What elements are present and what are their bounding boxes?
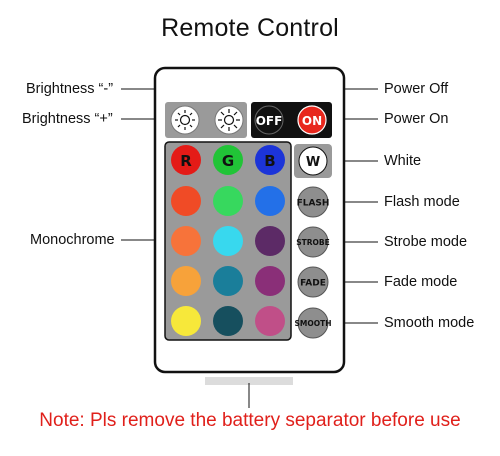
color-button-r1-c2 xyxy=(213,186,243,216)
blue-button-text: B xyxy=(264,152,275,170)
smooth-mode-button: SMOOTH xyxy=(294,307,332,339)
sun-dim-icon xyxy=(175,110,195,130)
sun-bright-icon xyxy=(218,109,240,131)
label-fade-mode: Fade mode xyxy=(384,274,458,290)
label-strobe-mode: Strobe mode xyxy=(384,234,468,250)
page-title: Remote Control xyxy=(161,14,339,42)
power-off-button: OFF xyxy=(254,105,284,135)
battery-separator xyxy=(205,377,293,385)
color-button-r3-c3 xyxy=(255,266,285,296)
fade-mode-button: FADE xyxy=(297,266,329,298)
color-button-r3-c1 xyxy=(171,266,201,296)
green-button-text: G xyxy=(222,152,234,170)
label-white: White xyxy=(384,153,422,169)
power-off-text: OFF xyxy=(256,114,283,128)
white-button-text: W xyxy=(306,155,320,170)
color-button-r2-c1 xyxy=(171,226,201,256)
color-button-r2-c3 xyxy=(255,226,285,256)
red-button: R xyxy=(171,145,201,175)
color-button-r4-c2 xyxy=(213,306,243,336)
green-button: G xyxy=(213,145,243,175)
brightness-plus-button xyxy=(214,105,244,135)
strobe-button-text: STROBE xyxy=(296,238,330,247)
flash-button-text: FLASH xyxy=(297,199,330,209)
red-button-text: R xyxy=(180,152,192,170)
white-button: W xyxy=(298,146,328,176)
strobe-mode-button: STROBE xyxy=(296,226,330,258)
brightness-minus-button xyxy=(170,105,200,135)
label-brightness-plus: Brightness “+” xyxy=(22,111,113,127)
color-grid xyxy=(171,186,285,336)
power-on-text: ON xyxy=(302,114,322,128)
label-smooth-mode: Smooth mode xyxy=(384,315,475,331)
flash-mode-button: FLASH xyxy=(297,186,330,218)
blue-button: B xyxy=(255,145,285,175)
power-on-button: ON xyxy=(297,105,327,135)
battery-note: Note: Pls remove the battery separator b… xyxy=(39,410,461,431)
label-flash-mode: Flash mode xyxy=(384,194,460,210)
label-brightness-minus: Brightness “-” xyxy=(26,81,114,97)
fade-button-text: FADE xyxy=(300,279,326,289)
label-power-off: Power Off xyxy=(384,81,449,97)
smooth-button-text: SMOOTH xyxy=(294,319,331,328)
label-monochrome: Monochrome xyxy=(30,232,115,248)
color-button-r2-c2 xyxy=(213,226,243,256)
label-power-on: Power On xyxy=(384,111,449,127)
color-button-r1-c3 xyxy=(255,186,285,216)
color-button-r4-c3 xyxy=(255,306,285,336)
color-button-r3-c2 xyxy=(213,266,243,296)
color-button-r4-c1 xyxy=(171,306,201,336)
color-button-r1-c1 xyxy=(171,186,201,216)
